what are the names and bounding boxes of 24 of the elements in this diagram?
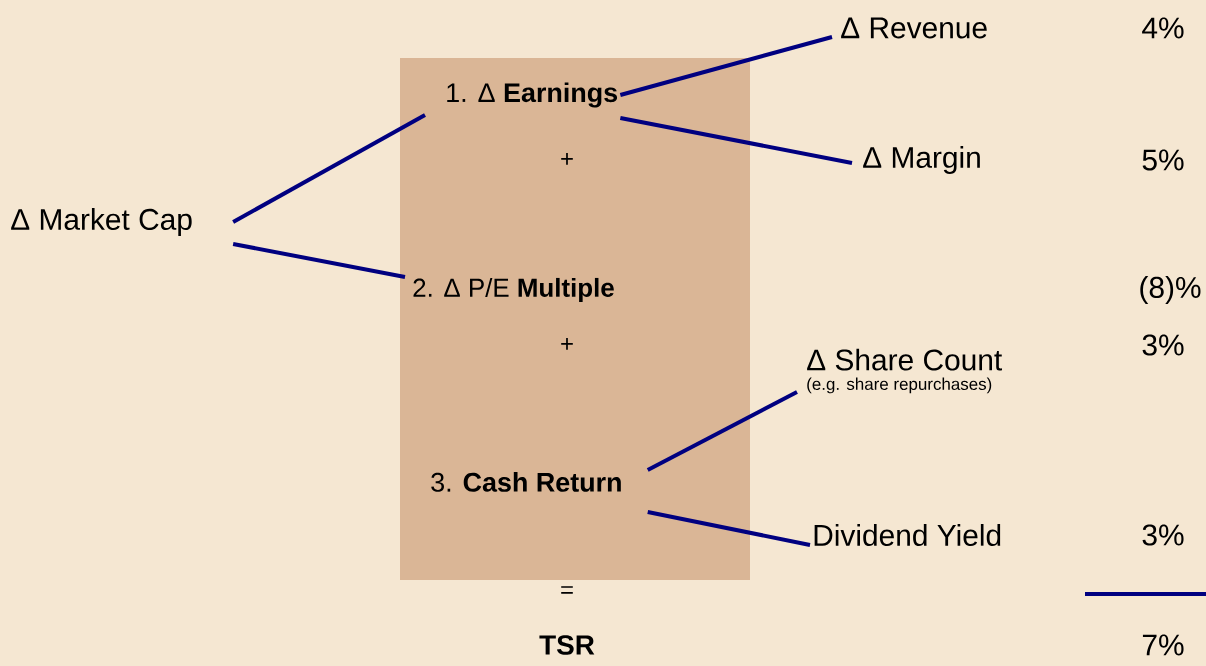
connector-line xyxy=(647,510,811,547)
result-label: TSR xyxy=(539,635,595,655)
percent-value: 3% xyxy=(1142,334,1184,356)
driver-panel xyxy=(400,58,750,580)
component-term: Dividend Yield xyxy=(814,524,1001,546)
connector-line xyxy=(619,116,853,165)
component-term: Δ Share Count (e.g. share repurchases) xyxy=(807,348,1002,394)
connector-line xyxy=(232,113,426,224)
formula-term: Δ Market Cap xyxy=(11,208,192,236)
equals-sign: = xyxy=(561,586,573,594)
percent-value: 5% xyxy=(1142,149,1184,171)
connector-line xyxy=(646,390,798,472)
driver-term: 1. Δ Earnings xyxy=(447,82,618,108)
plus-sign: + xyxy=(561,153,573,165)
percent-value: 4% xyxy=(1142,17,1184,39)
plus-sign: + xyxy=(561,338,573,350)
percent-value: 3% xyxy=(1142,524,1184,546)
driver-term: 3. Cash Return xyxy=(431,472,621,492)
percent-value: 7% xyxy=(1142,634,1184,656)
percent-value: (8)% xyxy=(1140,276,1201,304)
connector-line xyxy=(619,35,833,97)
component-term: Δ Revenue xyxy=(841,17,987,39)
driver-term: 2. Δ P/E Multiple xyxy=(413,277,614,303)
component-term: Δ Margin xyxy=(863,146,980,174)
